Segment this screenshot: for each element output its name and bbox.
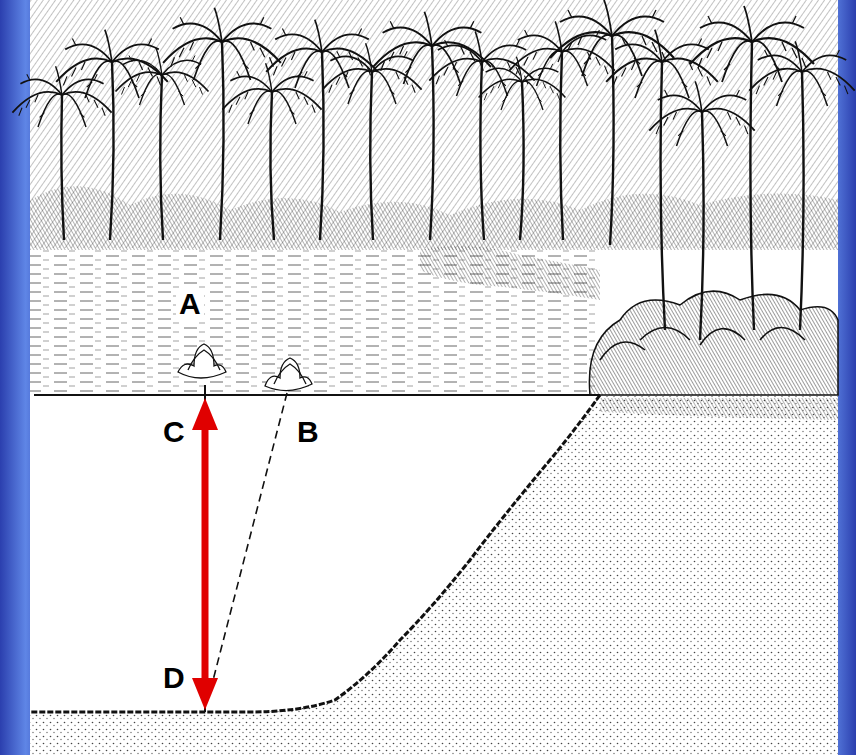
picture-panel-part — [30, 0, 838, 755]
palm-trunks-part — [220, 42, 224, 240]
dashed-stem-line-part — [210, 393, 287, 692]
picture-panel — [30, 0, 838, 755]
palm-trunks-part — [61, 95, 64, 240]
depth-arrow — [192, 398, 218, 710]
palm-trunks-part — [270, 92, 274, 240]
point-label: A — [176, 288, 204, 320]
pond-water-part — [420, 246, 600, 300]
palm-trunks-part — [661, 62, 665, 330]
pond-bed — [30, 395, 838, 755]
lotus-flowers-part — [178, 344, 226, 378]
water-surface-line — [34, 395, 600, 396]
palm-trunks-part — [800, 72, 804, 330]
palm-trunks-part — [430, 46, 434, 240]
point-label: D — [160, 662, 188, 694]
palm-crowns-part — [266, 20, 378, 88]
forest-background — [30, 0, 838, 250]
palm-crowns-part — [373, 12, 491, 84]
palm-crowns — [12, 0, 854, 146]
palm-crowns-part — [606, 30, 718, 98]
palm-trunks-part — [110, 62, 114, 240]
depth-arrow-part — [202, 420, 209, 688]
pond-bed-part — [30, 395, 838, 755]
palm-crowns-part — [550, 0, 674, 76]
palm-crowns-part — [649, 81, 754, 146]
point-label: B — [294, 416, 322, 448]
palm-crowns-part — [749, 41, 854, 106]
lotus-flowers-part — [265, 358, 312, 391]
right-bank-bushes — [589, 291, 838, 395]
palm-crowns-part — [222, 63, 321, 124]
pond-water — [30, 246, 600, 395]
palm-trunks-part — [520, 82, 524, 240]
depth-arrow-part — [192, 678, 218, 710]
palm-trunks-part — [160, 75, 163, 240]
palm-trunks-part — [370, 72, 373, 240]
dashed-stem-line — [210, 393, 287, 692]
water-surface-line-part — [34, 394, 600, 396]
lotus-flowers — [178, 344, 312, 391]
palm-trunks-part — [480, 62, 484, 240]
lotus-stem-part — [204, 385, 206, 712]
point-label: C — [160, 416, 188, 448]
right-bank-bushes-part — [589, 291, 838, 395]
depth-arrow-part — [192, 398, 218, 430]
forest-background-part — [30, 186, 838, 250]
palm-trunks-part — [320, 52, 324, 240]
pond-bed-part — [600, 398, 838, 420]
lotus-stem — [205, 385, 206, 712]
palm-trunks-part — [560, 52, 563, 240]
palm-crowns-part — [163, 8, 281, 80]
palm-crowns-part — [479, 57, 566, 110]
lotus-flowers-part — [188, 350, 220, 370]
lotus-flowers-part — [274, 364, 306, 384]
right-bank-bushes-part — [600, 328, 805, 361]
pond-bed-part — [30, 395, 600, 712]
